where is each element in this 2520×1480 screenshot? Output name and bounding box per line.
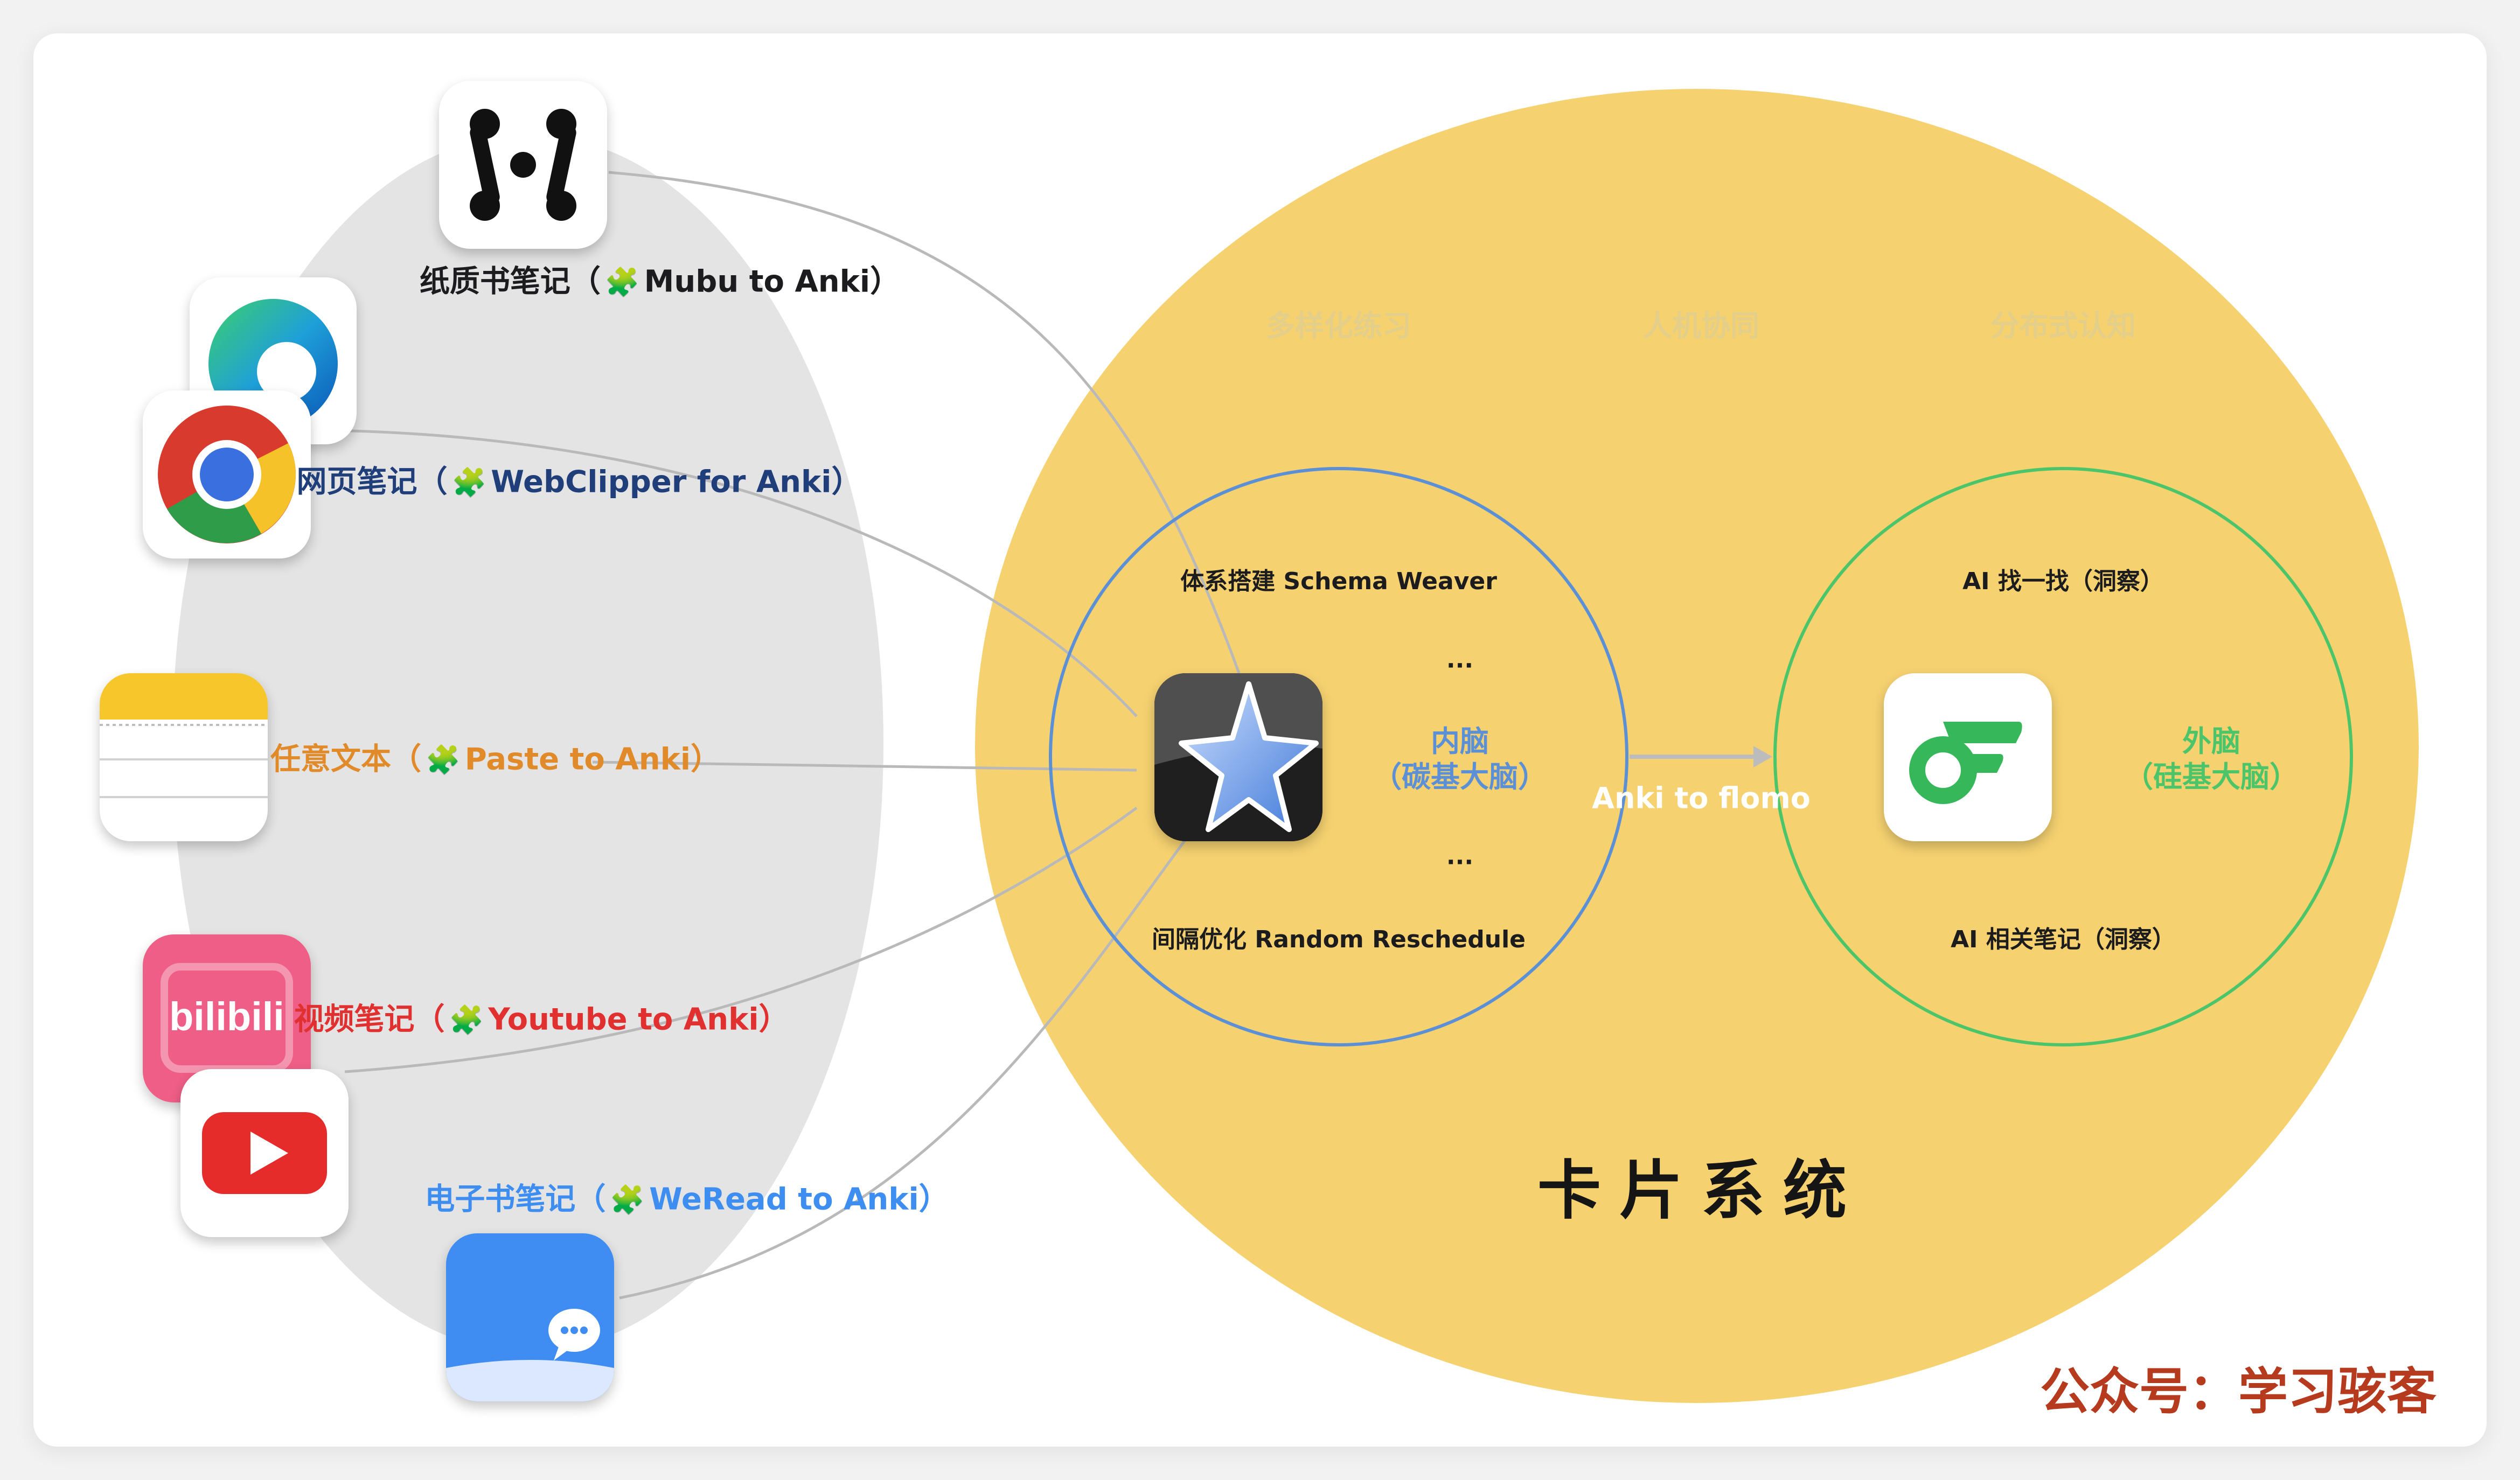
puzzle-piece-icon: 🧩 (610, 1184, 645, 1217)
source-text: 电子书笔记（ (424, 1182, 606, 1217)
theme-distributed-cognition: 分布式认知 (1990, 309, 2136, 343)
mubu-logo-icon (439, 81, 607, 249)
inner-brain-label: 内脑 （碳基大脑） (1373, 724, 1547, 795)
connector-mubu (608, 171, 1241, 674)
plugin-name: WebClipper for Anki (491, 464, 832, 500)
puzzle-piece-icon: 🧩 (425, 744, 461, 777)
inner-brain-title: 内脑 (1431, 724, 1489, 758)
ellipsis-bottom: ... (1446, 842, 1474, 870)
bilibili-wordmark: bilibili (169, 994, 284, 1039)
schema-weaver-label: 体系搭建 Schema Weaver (1180, 568, 1497, 595)
source-label-webclipper: 网页笔记（🧩WebClipper for Anki） (296, 464, 862, 500)
connector-weread (619, 839, 1187, 1300)
outer-brain-label: 外脑 （硅基大脑） (2124, 724, 2299, 795)
theme-diverse-practice: 多样化练习 (1266, 309, 1411, 343)
anki-to-flomo-label: Anki to flomo (1592, 781, 1811, 815)
plugin-name: Youtube to Anki (488, 1002, 759, 1037)
plugin-name: Mubu to Anki (644, 264, 871, 299)
connector-youtube (344, 806, 1138, 1073)
card-system-circle (975, 89, 2419, 1403)
notes-logo-icon (100, 673, 268, 841)
inner-brain-subtitle: （碳基大脑） (1373, 760, 1547, 794)
youtube-logo-icon (180, 1069, 349, 1237)
random-reschedule-label: 间隔优化 Random Reschedule (1151, 926, 1526, 953)
anki-logo-icon (1154, 673, 1322, 841)
ai-find-label: AI 找一找（洞察） (1962, 568, 2164, 595)
plugin-name: WeRead to Anki (649, 1182, 919, 1217)
source-label-youtube: 视频笔记（🧩Youtube to Anki） (294, 1002, 789, 1037)
outer-brain-subtitle: （硅基大脑） (2124, 760, 2299, 794)
source-text: 纸质书笔记（ (419, 264, 601, 299)
outer-brain-title: 外脑 (2182, 724, 2240, 758)
plugin-name: Paste to Anki (464, 742, 691, 777)
source-label-mubu: 纸质书笔记（🧩Mubu to Anki） (419, 264, 901, 299)
bridge-arrow (1630, 746, 1772, 767)
source-text: 网页笔记（ (296, 464, 448, 500)
ellipsis-top: ... (1446, 646, 1474, 674)
source-text: 视频笔记（ (294, 1002, 445, 1037)
source-label-weread: 电子书笔记（🧩WeRead to Anki） (424, 1182, 949, 1217)
wechat-watermark: 公众号：学习骇客 (2039, 1363, 2437, 1421)
inner-brain-ring (1049, 467, 1628, 1046)
source-text: 任意文本（ (270, 742, 421, 777)
sources-blob (172, 135, 883, 1352)
puzzle-piece-icon: 🧩 (451, 466, 487, 499)
chrome-logo-icon (143, 390, 311, 559)
connector-paste (592, 760, 1137, 772)
connector-webclipper (350, 429, 1138, 717)
weread-logo-icon (446, 1233, 614, 1401)
theme-human-machine: 人机协同 (1643, 309, 1759, 343)
source-label-paste: 任意文本（🧩Paste to Anki） (270, 742, 721, 777)
outer-brain-ring (1773, 467, 2353, 1046)
card-system-title: 卡片系统 (1537, 1153, 1865, 1228)
puzzle-piece-icon: 🧩 (604, 266, 640, 299)
ai-related-notes-label: AI 相关笔记（洞察） (1951, 926, 2176, 953)
flomo-logo-icon (1884, 673, 2052, 841)
puzzle-piece-icon: 🧩 (449, 1004, 484, 1037)
